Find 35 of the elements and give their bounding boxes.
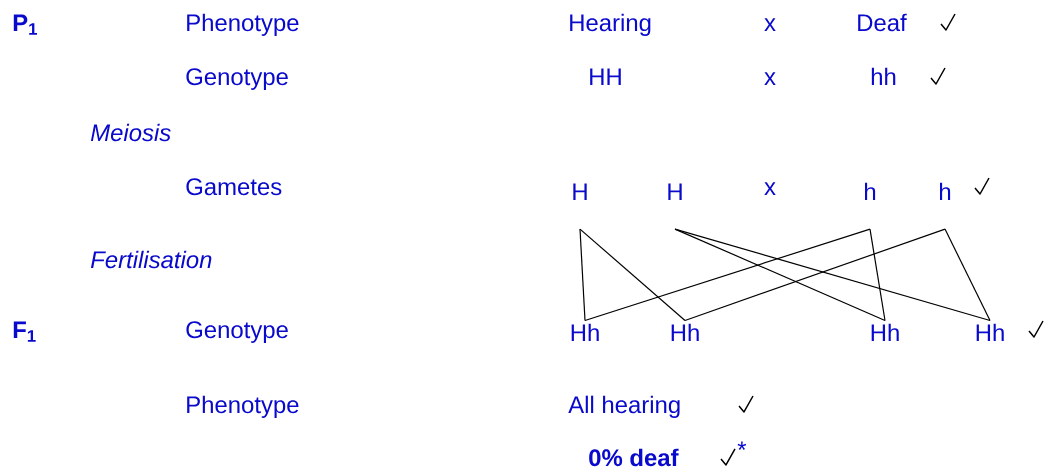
cross-line [674,228,991,322]
row-heading: Genotype [186,321,288,343]
gamete-label: h [940,182,951,200]
gamete-label: H [668,183,682,200]
gamete-label: h [865,182,876,200]
row-heading: Genotype [186,68,288,90]
row-heading: Gametes [186,178,282,196]
genotype-text: hh [871,67,896,85]
cross-line [579,228,686,322]
offspring-genotype: Hh [871,323,899,341]
cross-line [684,228,946,322]
generation-label: F$_{1}$ [13,321,36,342]
note-mark: * [737,441,747,450]
phenotype-text: Hearing [570,13,651,36]
process-label: Fertilisation [90,250,212,269]
gamete-label: H [573,183,587,200]
phenotype-text: Deaf [858,13,907,32]
row-heading: Phenotype [187,395,299,418]
cross-line [674,228,886,322]
cross-sign: x [764,72,776,85]
cross-line [584,228,871,322]
cross-sign: x [764,18,776,31]
offspring-genotype: Hh [571,323,599,341]
genotype-text: HH [590,68,621,85]
phenotype-text: All hearing [568,395,680,418]
ratio-text: 0% deaf [589,448,679,467]
cross-sign: x [764,182,776,195]
offspring-genotype: Hh [671,323,699,341]
offspring-genotype: Hh [976,323,1004,341]
cross-line [579,228,586,322]
row-heading: Phenotype [187,13,299,36]
cross-line [944,228,991,322]
generation-label: P$_{1}$ [13,14,37,35]
process-label: Meiosis [90,123,171,142]
cross-line [869,228,886,322]
